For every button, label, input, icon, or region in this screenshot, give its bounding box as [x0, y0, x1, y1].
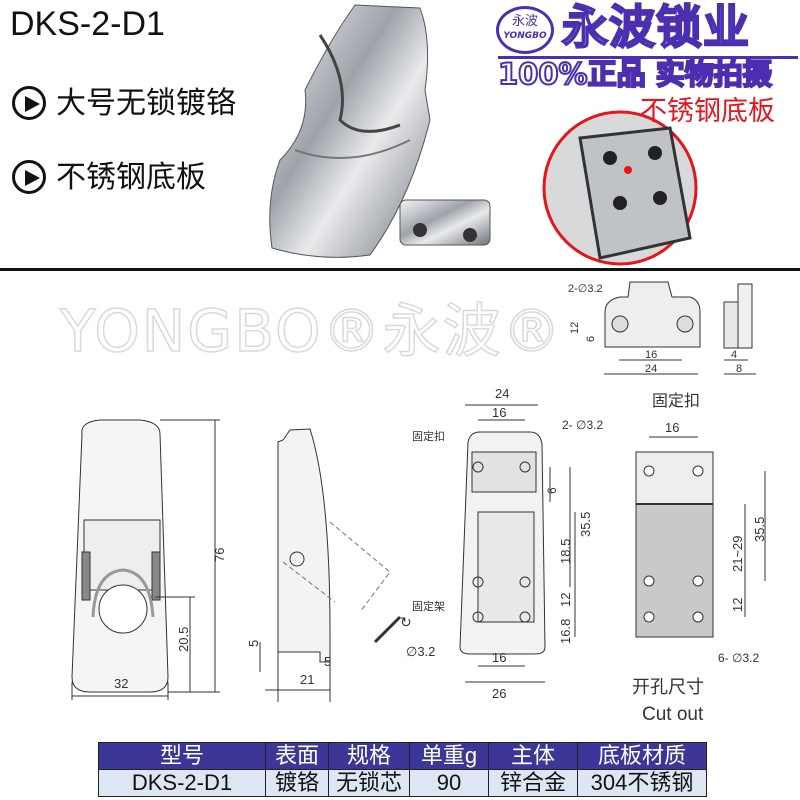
dim-keeper-4: 4	[731, 349, 737, 361]
header-cell: 主体	[488, 742, 578, 770]
dim-cutout-16: 16	[665, 420, 679, 435]
cell-spec: 无锁芯	[328, 769, 410, 797]
dim-back-w-inner: 16	[492, 405, 506, 420]
cell-body: 锌合金	[488, 769, 578, 797]
label-frame: 固定架	[412, 599, 445, 613]
keeper-title: 固定扣	[652, 392, 700, 410]
dim-back-bottom-inner: 16	[492, 650, 506, 665]
dim-back-hole: ∅3.2	[406, 644, 435, 659]
back-view: 24 16 2- ∅3.2 固定扣 固定架 ∅3.2 6 35.5 18.5 1…	[406, 386, 603, 701]
front-view: 32 76 20.5	[71, 419, 227, 700]
technical-drawing: 32 76 20.5 ↻ 21 5 5 24 16 2- ∅3.2 固定扣 固定…	[71, 281, 767, 725]
spec-table: 型号 表面 规格 单重g 主体 底板材质 DKS-2-D1 镀铬 无锁芯 90 …	[98, 742, 707, 797]
watermark: YONGBO®永波®	[59, 297, 563, 365]
dim-back-12: 12	[558, 593, 573, 607]
inset-photo	[542, 110, 698, 266]
product-photo	[269, 4, 491, 258]
dim-side-d2: 5	[324, 654, 331, 669]
dim-back-w-outer: 24	[495, 386, 509, 401]
brand-slogan: 100%正品 实物拍摄	[497, 57, 773, 91]
cutout-title-en: Cut out	[642, 704, 704, 725]
section-divider	[0, 268, 800, 271]
dim-cutout-holes: 6- ∅3.2	[718, 651, 759, 665]
dim-back-35-5: 35.5	[578, 512, 593, 537]
cell-model: DKS-2-D1	[98, 769, 266, 797]
dim-back-holes: 2- ∅3.2	[562, 418, 603, 432]
header-cell: 表面	[265, 742, 329, 770]
spec-table-header: 型号 表面 规格 单重g 主体 底板材质	[98, 742, 707, 770]
cell-base-material: 304不锈钢	[577, 769, 707, 797]
inset-label: 不锈钢底板	[640, 96, 775, 127]
dim-back-18-5: 18.5	[558, 539, 573, 564]
dim-front-width: 32	[114, 676, 128, 691]
dim-back-16-8: 16.8	[558, 619, 573, 644]
feature-1: 大号无锁镀铬	[12, 86, 236, 120]
dim-keeper-12: 12	[569, 322, 581, 334]
dim-keeper-holes: 2-∅3.2	[568, 283, 603, 295]
logo-divider	[498, 56, 798, 59]
table-row: DKS-2-D1 镀铬 无锁芯 90 锌合金 304不锈钢	[98, 769, 707, 797]
dim-back-6: 6	[545, 487, 559, 494]
side-view: ↻ 21 5 5	[246, 428, 412, 702]
keeper-view: 2-∅3.2 12 6 16 24 4 8 固定扣	[568, 281, 756, 410]
header-cell: 型号	[98, 742, 266, 770]
circled-arrow-right-icon	[12, 160, 46, 194]
dim-front-h2: 20.5	[176, 627, 191, 652]
dim-back-bottom-outer: 26	[492, 686, 506, 701]
dim-side-depth: 21	[300, 672, 314, 687]
dim-keeper-16: 16	[645, 349, 657, 361]
dim-cutout-12: 12	[730, 598, 745, 612]
cutout-title-cn: 开孔尺寸	[632, 677, 704, 697]
label-keeper: 固定扣	[412, 429, 445, 443]
brand-name: 永波锁业	[561, 0, 750, 54]
dim-front-height: 76	[212, 548, 227, 562]
dim-cutout-35-5: 35.5	[752, 517, 767, 542]
dim-keeper-24: 24	[645, 363, 657, 375]
cell-surface: 镀铬	[265, 769, 329, 797]
header-cell: 规格	[328, 742, 410, 770]
header-cell: 底板材质	[577, 742, 707, 770]
product-title: DKS-2-D1	[10, 5, 165, 43]
dim-side-d1: 5	[246, 640, 261, 647]
feature-2: 不锈钢底板	[12, 160, 206, 194]
dim-keeper-8: 8	[736, 363, 742, 375]
feature-text: 不锈钢底板	[56, 159, 206, 195]
dim-keeper-6: 6	[585, 336, 597, 342]
cutout-view: 16 35.5 21~29 12 6- ∅3.2 开孔尺寸 Cut out	[632, 420, 767, 725]
cell-weight: 90	[409, 769, 489, 797]
rotate-arrow-icon: ↻	[400, 614, 412, 630]
dim-cutout-range: 21~29	[730, 535, 745, 572]
feature-text: 大号无锁镀铬	[56, 85, 236, 121]
circled-arrow-right-icon	[12, 86, 46, 120]
header-cell: 单重g	[409, 742, 489, 770]
